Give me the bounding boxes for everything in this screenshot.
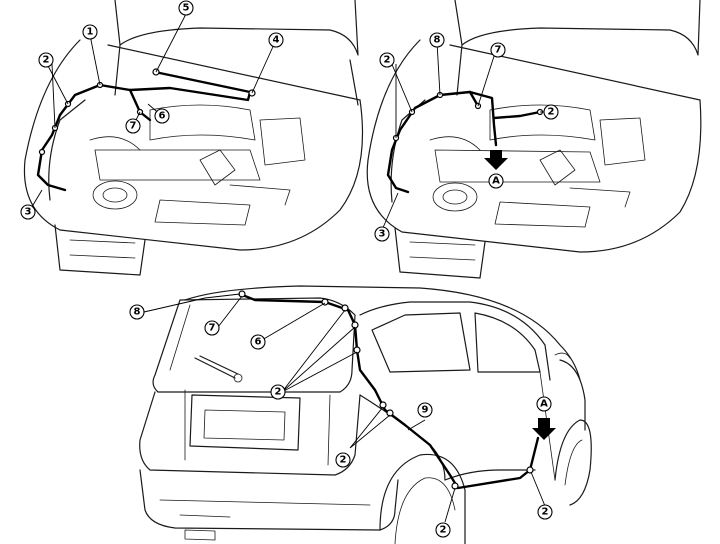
rear-wheel-arch [379,453,466,544]
svg-text:5: 5 [183,3,190,14]
panel-rear-view [139,285,592,544]
svg-text:2: 2 [440,525,447,536]
callout-3-top-left: 3 [20,204,36,220]
svg-text:7: 7 [495,45,502,56]
svg-text:1: 1 [87,27,94,38]
callout-6-top-left: 6 [154,108,170,124]
callout-2b-top-right: 2 [543,104,559,120]
panel-tailgate-left [23,0,364,276]
callout-9-bottom: 9 [417,402,433,418]
rear-body-outline [184,285,581,381]
callout-5-top-left: 5 [178,0,194,16]
svg-text:8: 8 [434,35,441,46]
panel-tailgate-right [366,0,702,279]
svg-text:7: 7 [209,323,216,334]
svg-text:3: 3 [25,207,32,218]
callout-A-bottom: A [536,396,552,412]
svg-text:2: 2 [542,507,549,518]
callout-1-top-left: 1 [82,24,98,40]
front-wheel-arch [554,419,592,506]
callout-2c-bottom: 2 [537,504,553,520]
svg-text:A: A [492,176,500,187]
tailgate-outline-right [454,0,701,56]
svg-text:7: 7 [130,121,137,132]
callout-6-bottom: 6 [250,334,266,350]
svg-text:9: 9 [422,405,429,416]
callout-2-top-right: 2 [379,52,395,68]
callout-8-bottom: 8 [129,304,145,320]
harness-route-right [386,90,480,194]
callout-2-top-left: 2 [38,52,54,68]
callout-7-top-left: 7 [125,118,141,134]
callout-7-bottom: 7 [204,320,220,336]
svg-text:4: 4 [273,35,280,46]
callout-2a-bottom: 2 [270,384,286,400]
svg-text:6: 6 [159,111,166,122]
svg-text:A: A [540,399,548,410]
svg-text:8: 8 [134,307,141,318]
license-plate-area [189,394,301,451]
tailgate-outline-left [114,0,359,56]
direction-arrow-rear [532,418,556,440]
body-outline-left [23,39,364,251]
callout-2b-bottom: 2 [335,452,351,468]
callout-2d-bottom: 2 [435,522,451,538]
svg-text:2: 2 [275,387,282,398]
rear-wiper [194,355,239,379]
callout-8-top-right: 8 [429,32,445,48]
svg-text:2: 2 [43,55,50,66]
callout-A-top-right: A [488,173,504,189]
body-outline-right [366,39,702,253]
callout-3-top-right: 3 [374,226,390,242]
svg-text:6: 6 [255,337,262,348]
callout-4-top-left: 4 [268,32,284,48]
harness-route-left [36,70,252,192]
callout-7-top-right: 7 [490,42,506,58]
harness-route-rear [238,292,540,490]
svg-text:2: 2 [340,455,347,466]
svg-text:3: 3 [379,229,386,240]
svg-text:2: 2 [384,55,391,66]
svg-text:2: 2 [548,107,555,118]
direction-arrow-right [484,150,508,170]
callouts: 5 1 4 2 7 6 3 8 [20,0,559,538]
